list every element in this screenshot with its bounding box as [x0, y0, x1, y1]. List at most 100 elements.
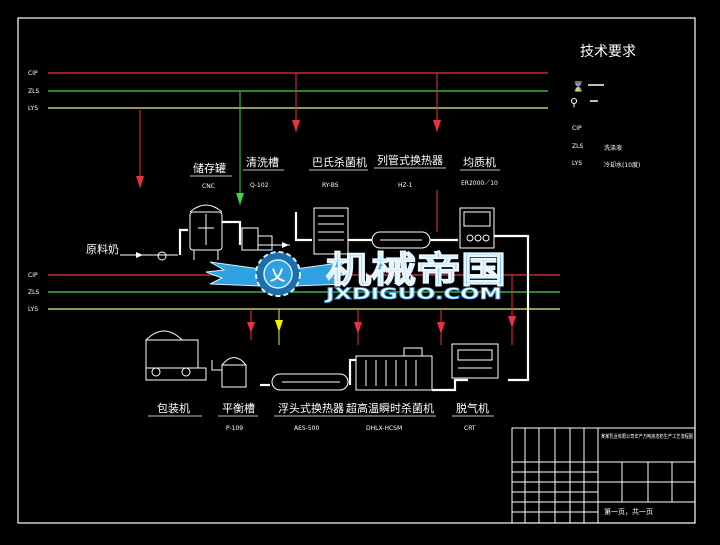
tank-body: [221, 364, 247, 388]
machine-detail: [474, 234, 482, 242]
equipment-name: 列管式换热器: [377, 153, 443, 167]
wing-left: [205, 261, 269, 287]
spec-cip-label: CIP: [572, 125, 582, 132]
equipment-code: Q-102: [250, 182, 269, 189]
tank-top: [189, 204, 223, 213]
machine-detail: [466, 234, 474, 242]
storage-tank: [189, 204, 223, 260]
gear-core: [263, 259, 293, 289]
machine-top: [145, 330, 183, 341]
bottom-zls-label: ZLS: [28, 289, 39, 296]
balance-tank: [221, 357, 247, 388]
equipment-code: CRT: [464, 425, 476, 432]
bottom-equipment-labels: 包装机 平衡槽 P-109 浮头式换热器 AES-500 超高温瞬时杀菌机 DH…: [148, 401, 494, 432]
bottom-process-piping: [211, 358, 468, 392]
equipment-name: 巴氏杀菌机: [312, 155, 367, 169]
machine-base: [145, 367, 207, 381]
pipe: [432, 378, 468, 392]
equipment-name: 脱气机: [456, 401, 489, 415]
pipe: [222, 220, 242, 245]
pipe: [494, 234, 530, 382]
wing-right: [287, 261, 351, 287]
top-cip-label: CIP: [28, 70, 38, 77]
machine-detail: [482, 234, 490, 242]
equipment-code: DHLX-HCSM: [366, 425, 402, 432]
spec-title: 技术要求: [580, 44, 636, 60]
machine-detail: [403, 347, 423, 357]
technical-requirements: 技术要求 ⌛ ⚲ CIP ZLS 洗涤液 LYS 冷却水(10度): [570, 44, 640, 169]
tank-top: [221, 357, 247, 366]
equipment-name: 超高温瞬时杀菌机: [346, 401, 434, 415]
hourglass-icon: ⌛: [572, 80, 584, 93]
machine-body: [313, 207, 349, 255]
homogenizer: [459, 207, 495, 249]
bottom-drop-lines: [247, 275, 516, 345]
tank-body: [189, 211, 223, 251]
packaging-machine: [145, 330, 207, 381]
machine-body: [355, 355, 433, 391]
top-utility-lines: CIP ZLS LYS: [28, 70, 548, 112]
arrow-red: [292, 120, 300, 132]
title-block-frame: [511, 427, 696, 524]
arrow-white: [136, 252, 143, 258]
machine-wheel: [151, 367, 161, 377]
exchanger-body: [271, 373, 349, 391]
equipment-name: 平衡槽: [222, 402, 255, 415]
raw-milk-label: 原料奶: [86, 242, 119, 256]
top-equipment-labels: 储存罐 CNC 清洗槽 Q-102 巴氏杀菌机 RY-BS 列管式换热器 HZ-…: [190, 153, 500, 190]
uht-sterilizer: [355, 347, 433, 391]
equipment-name: 清洗槽: [246, 156, 279, 169]
watermark-en: JXDIGUO.COM: [325, 284, 502, 303]
watermark-logo: 乂 机械帝国 JXDIGUO.COM: [205, 249, 507, 303]
top-zls-label: ZLS: [28, 88, 39, 95]
tank-body: [241, 227, 259, 251]
pump-icon: [157, 251, 167, 261]
top-drop-lines: [136, 73, 441, 232]
machine-body: [145, 339, 199, 369]
arrow-red: [247, 322, 255, 333]
tube-heat-exchanger: [371, 231, 431, 249]
spec-lys-note: 冷却水(10度): [604, 161, 640, 169]
machine-body: [459, 207, 495, 249]
deaerator: [451, 343, 499, 379]
watermark-cn: 机械帝国: [326, 250, 506, 291]
equipment-code: HZ-1: [398, 182, 413, 189]
pasteurizer: [313, 207, 349, 255]
drawing-title: 某某乳业有限公司年产万吨液态奶生产工艺流程图: [601, 433, 693, 440]
cleaning-tank: [241, 227, 273, 251]
top-process-piping: [120, 212, 530, 382]
equipment-code: ER2000／10: [461, 180, 498, 187]
equipment-name: 均质机: [463, 155, 496, 169]
equipment-name: 包装机: [157, 401, 190, 415]
equipment-code: P-109: [226, 425, 243, 432]
equipment-code: AES-500: [294, 425, 320, 432]
gear-wings-icon: 乂: [205, 251, 351, 297]
top-lys-label: LYS: [28, 105, 38, 112]
arrow-white: [282, 242, 289, 248]
equipment-name: 储存罐: [193, 161, 226, 175]
machine-detail: [457, 349, 493, 361]
arrow-red: [508, 316, 516, 328]
arrow-yellow: [275, 320, 283, 332]
title-block: [511, 427, 696, 524]
arrow-red: [433, 120, 441, 132]
arrow-red: [354, 322, 362, 334]
exchanger-body: [371, 231, 431, 249]
pipe: [348, 358, 356, 385]
pipe: [211, 360, 222, 371]
machine-detail: [463, 211, 491, 227]
pipe: [178, 228, 188, 255]
drawing-frame: [17, 17, 696, 524]
bottom-lys-label: LYS: [28, 306, 38, 313]
person-icon: ⚲: [570, 96, 578, 109]
equipment-name: 浮头式换热器: [278, 401, 344, 415]
spec-zls-note: 洗涤液: [604, 144, 622, 152]
arrow-red: [136, 176, 144, 188]
spec-lys-label: LYS: [572, 160, 582, 167]
equipment-code: CNC: [202, 183, 215, 190]
equipment-code: RY-BS: [322, 182, 339, 189]
pipe: [294, 212, 312, 242]
gear-mark: 乂: [269, 266, 286, 284]
spec-zls-label: ZLS: [572, 143, 583, 150]
bottom-cip-label: CIP: [28, 272, 38, 279]
